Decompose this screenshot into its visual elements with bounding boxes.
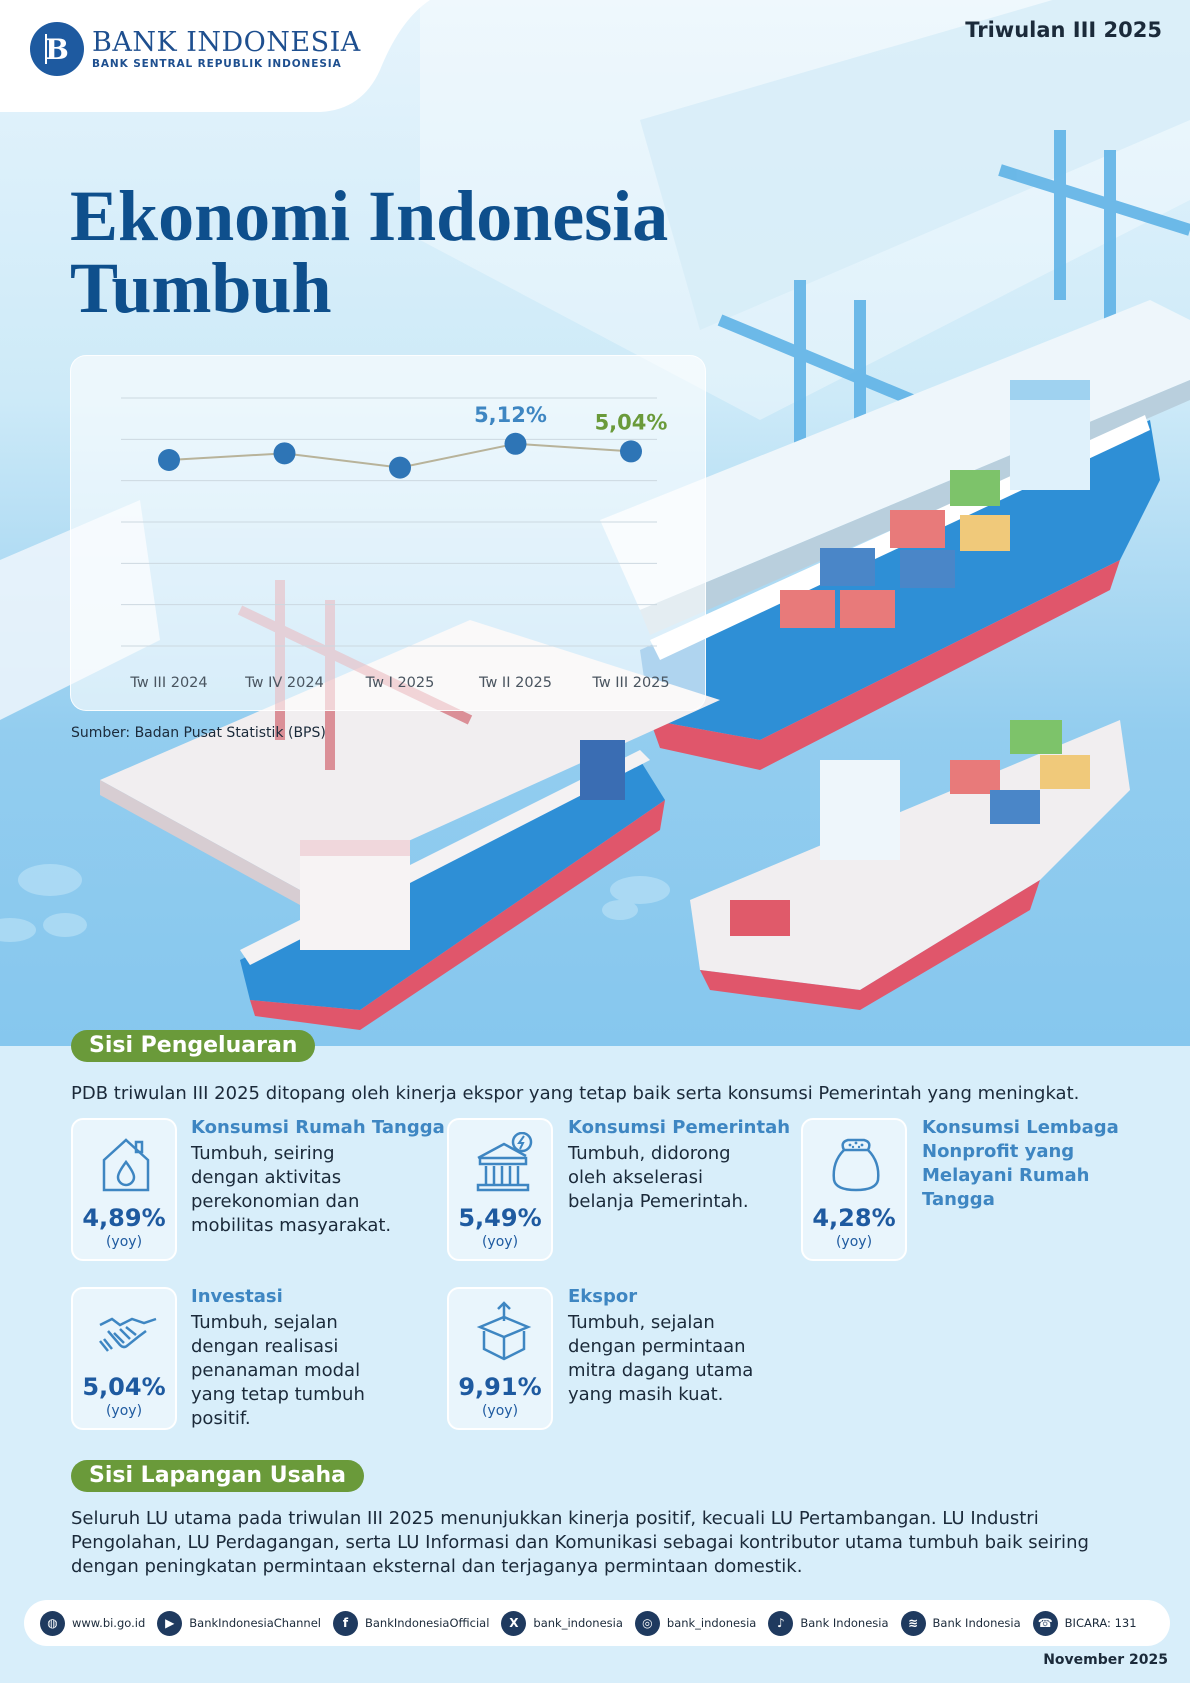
chart-data-point bbox=[389, 456, 411, 479]
sisi-lapangan-usaha-text: Seluruh LU utama pada triwulan III 2025 … bbox=[71, 1508, 1089, 1577]
indicator-value: 4,89% bbox=[82, 1204, 166, 1232]
indicator-unit: (yoy) bbox=[105, 1403, 143, 1419]
chart-data-label: 5,12% bbox=[474, 403, 547, 427]
indicator-title-ekspor: Ekspor bbox=[568, 1286, 638, 1307]
indicator-value: 5,49% bbox=[458, 1204, 542, 1232]
social-link-website[interactable]: ◍ www.bi.go.id bbox=[40, 1610, 146, 1636]
chart-x-tick-label: Tw III 2024 bbox=[129, 675, 207, 691]
indicator-unit: (yoy) bbox=[105, 1234, 143, 1250]
period-label: Triwulan III 2025 bbox=[965, 18, 1162, 42]
chart-source: Sumber: Badan Pusat Statistik (BPS) bbox=[71, 725, 326, 741]
hero-illustration: B BANK INDONESIA BANK SENTRAL REPUBLIK I… bbox=[0, 0, 1190, 1046]
indicator-card-konsumsi-lnprt: 4,28% (yoy) bbox=[801, 1118, 907, 1261]
social-label: bank_indonesia bbox=[533, 1616, 623, 1630]
social-label: www.bi.go.id bbox=[72, 1616, 146, 1630]
indicator-unit: (yoy) bbox=[835, 1234, 873, 1250]
social-label: Bank Indonesia bbox=[932, 1616, 1021, 1630]
indicator-value: 5,04% bbox=[82, 1373, 166, 1401]
logo-tab-background bbox=[0, 0, 430, 112]
social-link-x[interactable]: X bank_indonesia bbox=[501, 1610, 623, 1636]
indicator-unit: (yoy) bbox=[481, 1234, 519, 1250]
page-title: Ekonomi Indonesia Tumbuh bbox=[70, 180, 668, 324]
chart-data-label: 5,04% bbox=[595, 410, 668, 434]
social-media-bar: ◍ www.bi.go.id ▶ BankIndonesiaChannel f … bbox=[24, 1600, 1170, 1646]
indicator-desc-investasi: Tumbuh, sejalan dengan realisasi penanam… bbox=[191, 1312, 365, 1429]
indicator-card-konsumsi-rumah-tangga: 4,89% (yoy) bbox=[71, 1118, 177, 1261]
indicator-title-konsumsi-pemerintah: Konsumsi Pemerintah bbox=[568, 1117, 791, 1138]
social-label: BankIndonesiaChannel bbox=[189, 1616, 321, 1630]
social-link-bicara[interactable]: ☎ BICARA: 131 bbox=[1032, 1610, 1137, 1636]
x-icon: X bbox=[501, 1610, 527, 1636]
facebook-icon: f bbox=[332, 1610, 358, 1636]
sisi-pengeluaran-intro: PDB triwulan III 2025 ditopang oleh kine… bbox=[71, 1083, 1080, 1104]
export-box-icon bbox=[476, 1301, 532, 1361]
social-link-spotify[interactable]: ≋ Bank Indonesia bbox=[900, 1610, 1021, 1636]
publication-date: November 2025 bbox=[1043, 1652, 1168, 1668]
indicator-value: 9,91% bbox=[458, 1373, 542, 1401]
indicator-unit: (yoy) bbox=[481, 1403, 519, 1419]
sisi-pengeluaran-heading: Sisi Pengeluaran bbox=[71, 1030, 316, 1062]
chart-x-tick-label: Tw IV 2024 bbox=[244, 675, 324, 691]
government-building-icon bbox=[476, 1132, 533, 1192]
chart-data-point bbox=[620, 440, 642, 463]
indicator-desc-konsumsi-pemerintah: Tumbuh, didorong oleh akselerasi belanja… bbox=[568, 1143, 749, 1212]
indicator-card-ekspor: 9,91% (yoy) bbox=[447, 1287, 553, 1430]
title-line-2: Tumbuh bbox=[70, 248, 332, 328]
chart-x-tick-label: Tw I 2025 bbox=[365, 675, 435, 691]
indicator-title-konsumsi-lnprt: Konsumsi Lembaga Nonprofit yang Melayani… bbox=[922, 1117, 1119, 1210]
chart-data-point bbox=[273, 442, 296, 465]
social-link-instagram[interactable]: ◎ bank_indonesia bbox=[634, 1610, 757, 1636]
chart-data-point bbox=[158, 449, 180, 471]
globe-icon: ◍ bbox=[40, 1610, 65, 1636]
title-line-1: Ekonomi Indonesia bbox=[70, 176, 669, 256]
house-water-icon bbox=[102, 1138, 150, 1192]
indicator-value: 4,28% bbox=[812, 1204, 896, 1232]
logo-subtitle: BANK SENTRAL REPUBLIK INDONESIA bbox=[92, 58, 342, 70]
logo-name: BANK INDONESIA bbox=[92, 27, 361, 58]
social-link-youtube[interactable]: ▶ BankIndonesiaChannel bbox=[157, 1610, 321, 1636]
spotify-icon: ≋ bbox=[900, 1610, 926, 1636]
social-label: BankIndonesiaOfficial bbox=[364, 1616, 490, 1630]
chart-x-tick-label: Tw III 2025 bbox=[591, 675, 669, 691]
bi-emblem-icon: B bbox=[30, 22, 84, 76]
chart-svg: Tw III 2024 Tw IV 2024 Tw I 2025 5,12% Tw II… bbox=[121, 397, 670, 691]
rice-sack-icon bbox=[832, 1138, 880, 1192]
instagram-icon: ◎ bbox=[634, 1610, 660, 1636]
indicator-desc-ekspor: Tumbuh, sejalan dengan permintaan mitra … bbox=[568, 1312, 754, 1405]
social-label: BICARA: 131 bbox=[1064, 1616, 1137, 1630]
indicator-card-investasi: 5,04% (yoy) bbox=[71, 1287, 177, 1430]
handshake-icon bbox=[99, 1317, 157, 1352]
indicator-title-konsumsi-rumah-tangga: Konsumsi Rumah Tangga bbox=[191, 1117, 445, 1138]
social-link-facebook[interactable]: f BankIndonesiaOfficial bbox=[332, 1610, 490, 1636]
social-label: Bank Indonesia bbox=[800, 1616, 889, 1630]
tiktok-icon: ♪ bbox=[768, 1610, 794, 1636]
bicara-icon: ☎ bbox=[1032, 1610, 1058, 1636]
youtube-icon: ▶ bbox=[157, 1610, 183, 1636]
bank-indonesia-logo[interactable]: B BANK INDONESIA BANK SENTRAL REPUBLIK I… bbox=[30, 22, 361, 76]
indicator-title-investasi: Investasi bbox=[191, 1286, 283, 1307]
social-label: bank_indonesia bbox=[666, 1616, 757, 1630]
chart-data-point bbox=[504, 432, 527, 455]
svg-text:B: B bbox=[45, 33, 69, 66]
social-link-tiktok[interactable]: ♪ Bank Indonesia bbox=[768, 1610, 889, 1636]
indicator-card-konsumsi-pemerintah: 5,49% (yoy) bbox=[447, 1118, 553, 1261]
gdp-growth-chart: Tw III 2024 Tw IV 2024 Tw I 2025 5,12% Tw II… bbox=[70, 355, 706, 711]
indicator-desc-konsumsi-rumah-tangga: Tumbuh, seiring dengan aktivitas perekon… bbox=[191, 1143, 392, 1236]
sisi-lapangan-usaha-heading: Sisi Lapangan Usaha bbox=[71, 1460, 365, 1492]
chart-x-tick-label: Tw II 2025 bbox=[478, 675, 552, 691]
